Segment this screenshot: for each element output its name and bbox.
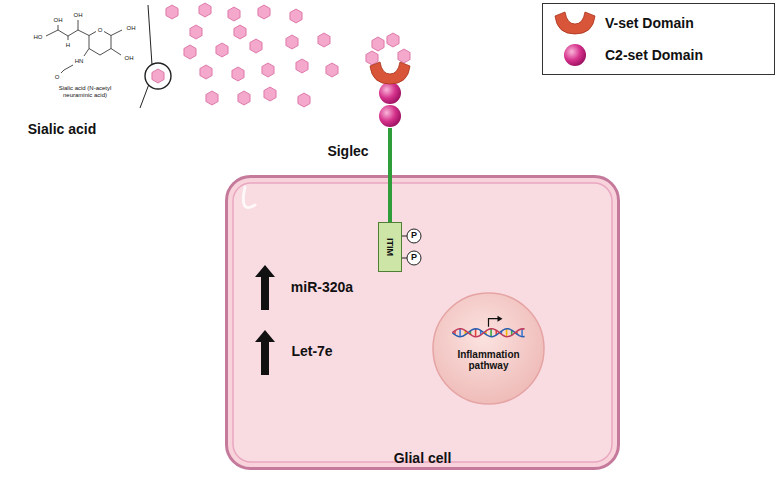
- sialic-acid-hexagon: [366, 51, 378, 65]
- increase-arrow: [255, 330, 275, 375]
- phosphate-circle: [407, 229, 421, 243]
- siglec-stem: [388, 175, 392, 223]
- phosphate-label: P: [411, 231, 417, 241]
- nucleus-outline: [433, 293, 544, 404]
- sialic-acid-hexagon: [228, 7, 240, 21]
- sialic-acid-hexagon: [318, 33, 330, 47]
- node-label: ITIM: [385, 238, 395, 256]
- sialic-acid-hexagon: [216, 43, 228, 57]
- sialic-acid-hexagon: [166, 5, 178, 19]
- itim-box: ITIM: [378, 222, 402, 272]
- transcription-arrow: [489, 319, 499, 327]
- text-label: Sialic acid (N-acetyl neuraminic acid): [49, 85, 121, 98]
- sialic-acid-hexagon: [264, 87, 276, 101]
- atom-label: H: [66, 42, 70, 49]
- highlight: [243, 187, 255, 208]
- phosphate-label: P: [411, 253, 417, 263]
- sialic-acid-hexagon: [258, 5, 270, 19]
- sialic-acid-hexagon: [200, 65, 212, 79]
- dna-rung: [475, 329, 477, 337]
- c2-set-icon: [564, 44, 586, 66]
- sialic-acid-hexagon: [152, 69, 164, 83]
- legend-box: V-set DomainC2-set Domain: [542, 3, 775, 75]
- nucleus: Inflammation pathway: [432, 292, 545, 405]
- legend-text: V-set Domain: [605, 15, 694, 31]
- text-label: miR-320a: [291, 280, 353, 295]
- sialic-acid-hexagon: [290, 9, 302, 23]
- atom-label: OH: [125, 55, 134, 62]
- v-set-icon: [555, 12, 595, 34]
- dna-strand: [452, 329, 524, 337]
- legend-entry: C2-set Domain: [553, 42, 703, 68]
- atom-label: OH: [127, 25, 136, 32]
- v-set-swatch: [553, 10, 597, 36]
- sialic-acid-molecules: [152, 3, 410, 107]
- dna-rung: [490, 329, 492, 337]
- sialic-acid-hexagon: [296, 59, 308, 73]
- node-label: Inflammation pathway: [454, 348, 524, 371]
- node-label: Glial cell: [394, 450, 452, 466]
- text-label: Siglec: [327, 144, 368, 159]
- phosphate-circle: [407, 251, 421, 265]
- sialic-acid-hexagon: [286, 35, 298, 49]
- membrane-outer: [227, 177, 619, 469]
- dna-rung: [506, 329, 508, 337]
- sialic-acid-hexagon: [250, 39, 262, 53]
- legend-text: C2-set Domain: [605, 47, 703, 63]
- sialic-acid-hexagon: [387, 33, 399, 47]
- sialic-acid-hexagon: [190, 25, 202, 39]
- transcription-arrowhead: [498, 316, 503, 322]
- atom-label: O: [98, 27, 103, 34]
- atom-label: OH: [54, 17, 63, 24]
- sialic-acid-hexagon: [298, 93, 310, 107]
- atom-label: HO: [34, 34, 43, 41]
- cell-membrane: [225, 175, 620, 470]
- sialic-acid-hexagon: [199, 3, 211, 17]
- glial-cell: Glial cell Inflammation pathway ITIM: [225, 175, 620, 470]
- siglec-receptor: [370, 62, 410, 190]
- dna-rung: [459, 329, 461, 337]
- atom-label: HN: [75, 58, 84, 65]
- dna-strand: [452, 329, 524, 337]
- dna-rung: [521, 329, 523, 337]
- phosphate-bond: [402, 236, 407, 237]
- atom-label: OH: [74, 12, 83, 19]
- sialic-acid-hexagon: [234, 25, 246, 39]
- increase-arrow: [255, 265, 275, 310]
- atom-label: O: [55, 74, 60, 81]
- legend-entry: V-set Domain: [553, 10, 694, 36]
- sialic-acid-hexagon: [232, 67, 244, 81]
- phosphate-bond: [402, 258, 407, 259]
- sialic-acid-hexagon: [398, 49, 410, 63]
- membrane-inner: [233, 183, 612, 462]
- sialic-acid-structure: [46, 20, 122, 73]
- text-label: Sialic acid: [28, 122, 96, 137]
- zoom-lens: [140, 5, 171, 108]
- sialic-acid-hexagon: [206, 91, 218, 105]
- text-label: Let-7e: [291, 344, 332, 359]
- sialic-acid-hexagon: [262, 63, 274, 77]
- sialic-acid-hexagon: [326, 63, 338, 77]
- sialic-acid-hexagon: [184, 45, 196, 59]
- sialic-acid-hexagon: [372, 37, 384, 51]
- c2-set-swatch: [553, 42, 597, 68]
- sialic-acid-hexagon: [238, 91, 250, 105]
